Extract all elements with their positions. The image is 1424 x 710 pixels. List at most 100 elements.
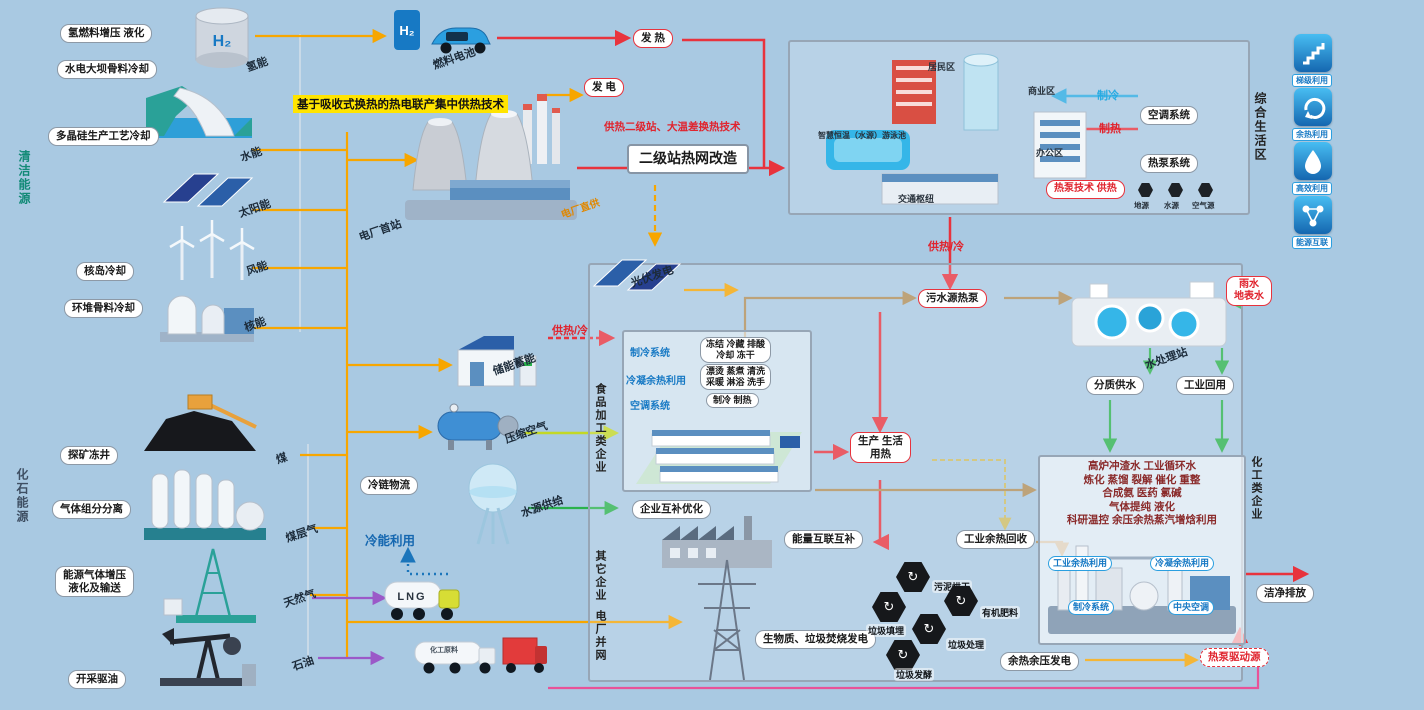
rain-label: 雨水 — [1239, 279, 1259, 290]
air-source-icon — [1198, 183, 1213, 197]
energy-interlink-box: 能量互联互补 — [784, 530, 863, 550]
production-living-line2: 用热 — [869, 447, 891, 460]
label-office: 办公区 — [1036, 148, 1064, 158]
label-supply-heat-cold-park: 供热/冷 — [928, 241, 965, 253]
waste-treatment-icon: ↻ — [912, 614, 946, 644]
biomass-incineration-box: 生物质、垃圾焚烧发电 — [755, 630, 876, 650]
secondary-station-tech-label: 供热二级站、大温差换热技术 — [604, 121, 741, 133]
ground-source-icon — [1138, 183, 1153, 197]
condensation-items-box: 漂烫 蒸煮 清洗 采暖 淋浴 洗手 — [700, 364, 772, 390]
label-chemical-truck: 化工原料 — [430, 647, 458, 654]
label-organic-fertilizer: 有机肥料 — [980, 606, 1021, 619]
callout-nuclear-island-cooling: 核岛冷却 — [76, 262, 134, 282]
renovation-box: 二级站热网改造 — [627, 144, 749, 174]
living-buildings-illustration — [826, 53, 1087, 205]
fuel-station-h2-sign: H₂ — [399, 23, 414, 38]
label-air-source: 空气源 — [1192, 201, 1215, 210]
heat-pump-tech-box: 热泵技术 供热 — [1046, 180, 1125, 199]
refrigeration-items-box: 冻结 冷藏 排酸 冷却 冻干 — [700, 337, 772, 363]
chemical-line5: 科研温控 余压余热蒸汽增焓利用 — [1067, 514, 1217, 526]
refrigeration-items-line1: 冻结 冷藏 排酸 — [706, 339, 766, 349]
condensation-items-line2: 采暖 淋浴 洗手 — [706, 376, 766, 387]
hydrogen-tank-label: H₂ — [213, 33, 232, 50]
label-refrigeration-system: 制冷系统 — [630, 348, 670, 359]
label-pool: 智慧恒温（水源）游泳池 — [818, 131, 906, 140]
label-cold-energy-use: 冷能利用 — [365, 534, 416, 548]
power-plant-illustration — [405, 94, 577, 220]
waste-heat-utilization-icon — [1294, 88, 1332, 126]
air-compressor-illustration — [437, 403, 519, 450]
label-cooling: 制冷 — [1097, 90, 1119, 102]
label-condensation-heat-use: 冷凝余热利用 — [626, 376, 686, 387]
heat-generation-box: 发 热 — [633, 29, 673, 49]
solar-panels-illustration — [162, 173, 254, 207]
ac-system-box: 空调系统 — [1140, 106, 1198, 126]
efficient-utilization-icon — [1294, 142, 1332, 180]
drilling-rig-illustration — [163, 548, 256, 623]
energy-storage-illustration — [457, 336, 537, 387]
waste-heat-pressure-gen-box: 余热余压发电 — [1000, 652, 1079, 672]
label-supply-heat-cold-mid: 供热/冷 — [552, 325, 589, 337]
label-residential: 居民区 — [928, 62, 956, 72]
fuel-station-illustration: H₂ — [394, 10, 491, 54]
section-clean-energy: 清洁能源 — [17, 150, 31, 206]
callout-gas-compress: 能源气体增压 液化及输送 — [55, 566, 134, 598]
organic-fertilizer-icon: ↻ — [944, 586, 978, 616]
hydropower-dam-illustration — [146, 86, 252, 138]
coal-mine-illustration — [144, 394, 257, 451]
chp-technology-label: 基于吸收式换热的热电联产集中供热技术 — [293, 95, 508, 113]
energy-interconnection-icon — [1294, 196, 1332, 234]
section-living-area: 综合生活区 — [1253, 92, 1267, 162]
callout-freeze-well: 探矿冻井 — [60, 446, 118, 466]
quality-water-supply-box: 分质供水 — [1086, 376, 1144, 396]
clean-discharge-box: 洁净排放 — [1256, 584, 1314, 604]
refrigeration-items-line2: 冷却 冻干 — [716, 349, 755, 360]
chemical-line1: 高炉冲渣水 工业循环水 — [1088, 460, 1196, 472]
lng-truck-label: LNG — [397, 591, 426, 603]
chemical-line4: 气体提纯 液化 — [1109, 500, 1175, 513]
condensation-items-line1: 漂烫 蒸煮 清洗 — [706, 366, 766, 376]
section-food-enterprises: 食品加工类企业 — [594, 383, 606, 474]
pumpjack-illustration — [160, 628, 256, 686]
callout-gas-compress-line1: 能源气体增压 — [63, 569, 126, 581]
label-heating: 制热 — [1099, 123, 1121, 135]
chemical-plant-illustration — [1048, 545, 1236, 634]
label-cascade-utilization: 梯级利用 — [1292, 74, 1332, 87]
condensation-waste-heat-box: 冷凝余热利用 — [1150, 556, 1215, 572]
label-transport-hub: 交通枢纽 — [898, 194, 935, 204]
section-other-enterprises: 其它企业 — [594, 550, 606, 602]
nuclear-plant-illustration — [160, 295, 254, 342]
sludge-drying-icon: ↻ — [896, 562, 930, 592]
chem-refrigeration-box: 制冷系统 — [1068, 600, 1115, 616]
section-chemical-enterprises: 化工类企业 — [1250, 456, 1262, 521]
gas-plant-illustration — [144, 469, 266, 540]
production-living-heat-box: 生产 生活 用热 — [850, 432, 911, 464]
sewage-heat-pump-box: 污水源热泵 — [918, 289, 987, 309]
callout-dam-cooling: 水电大坝骨料冷却 — [57, 60, 157, 80]
label-efficient-utilization: 高效利用 — [1292, 182, 1332, 195]
water-source-icon — [1168, 183, 1183, 197]
heat-pump-source-box: 热泵驱动源 — [1200, 648, 1269, 668]
industrial-reuse-box: 工业回用 — [1176, 376, 1234, 396]
cascade-utilization-icon — [1294, 34, 1332, 72]
rain-surface-water-box: 雨水 地表水 — [1226, 276, 1272, 306]
hydrogen-tank-illustration: H₂ — [195, 7, 249, 68]
chemical-line3: 合成氨 医药 氯碱 — [1102, 487, 1182, 499]
callout-gas-compress-line2: 液化及输送 — [68, 581, 121, 594]
label-waste-fermentation: 垃圾发酵 — [894, 668, 935, 681]
production-living-line1: 生产 生活 — [858, 435, 903, 447]
label-ground-source: 地源 — [1134, 201, 1149, 210]
chemical-process-list: 高炉冲渣水 工业循环水 炼化 蒸馏 裂解 催化 重整 合成氨 医药 氯碱 气体提… — [1040, 460, 1244, 528]
callout-oil-recovery: 开采驱油 — [68, 670, 126, 690]
label-ac-system-food: 空调系统 — [630, 401, 670, 412]
label-waste-heat-utilization: 余热利用 — [1292, 128, 1332, 141]
section-fossil-energy: 化石能源 — [15, 468, 29, 524]
heat-pump-system-box: 热泵系统 — [1140, 154, 1198, 174]
cold-chain-box: 冷链物流 — [360, 476, 418, 496]
pv-illustration — [592, 259, 682, 291]
water-treatment-illustration — [1071, 281, 1227, 347]
callout-polysilicon-cooling: 多晶硅生产工艺冷却 — [48, 127, 159, 147]
ac-items-box: 制冷 制热 — [706, 393, 759, 409]
central-ac-box: 中央空调 — [1168, 600, 1215, 616]
